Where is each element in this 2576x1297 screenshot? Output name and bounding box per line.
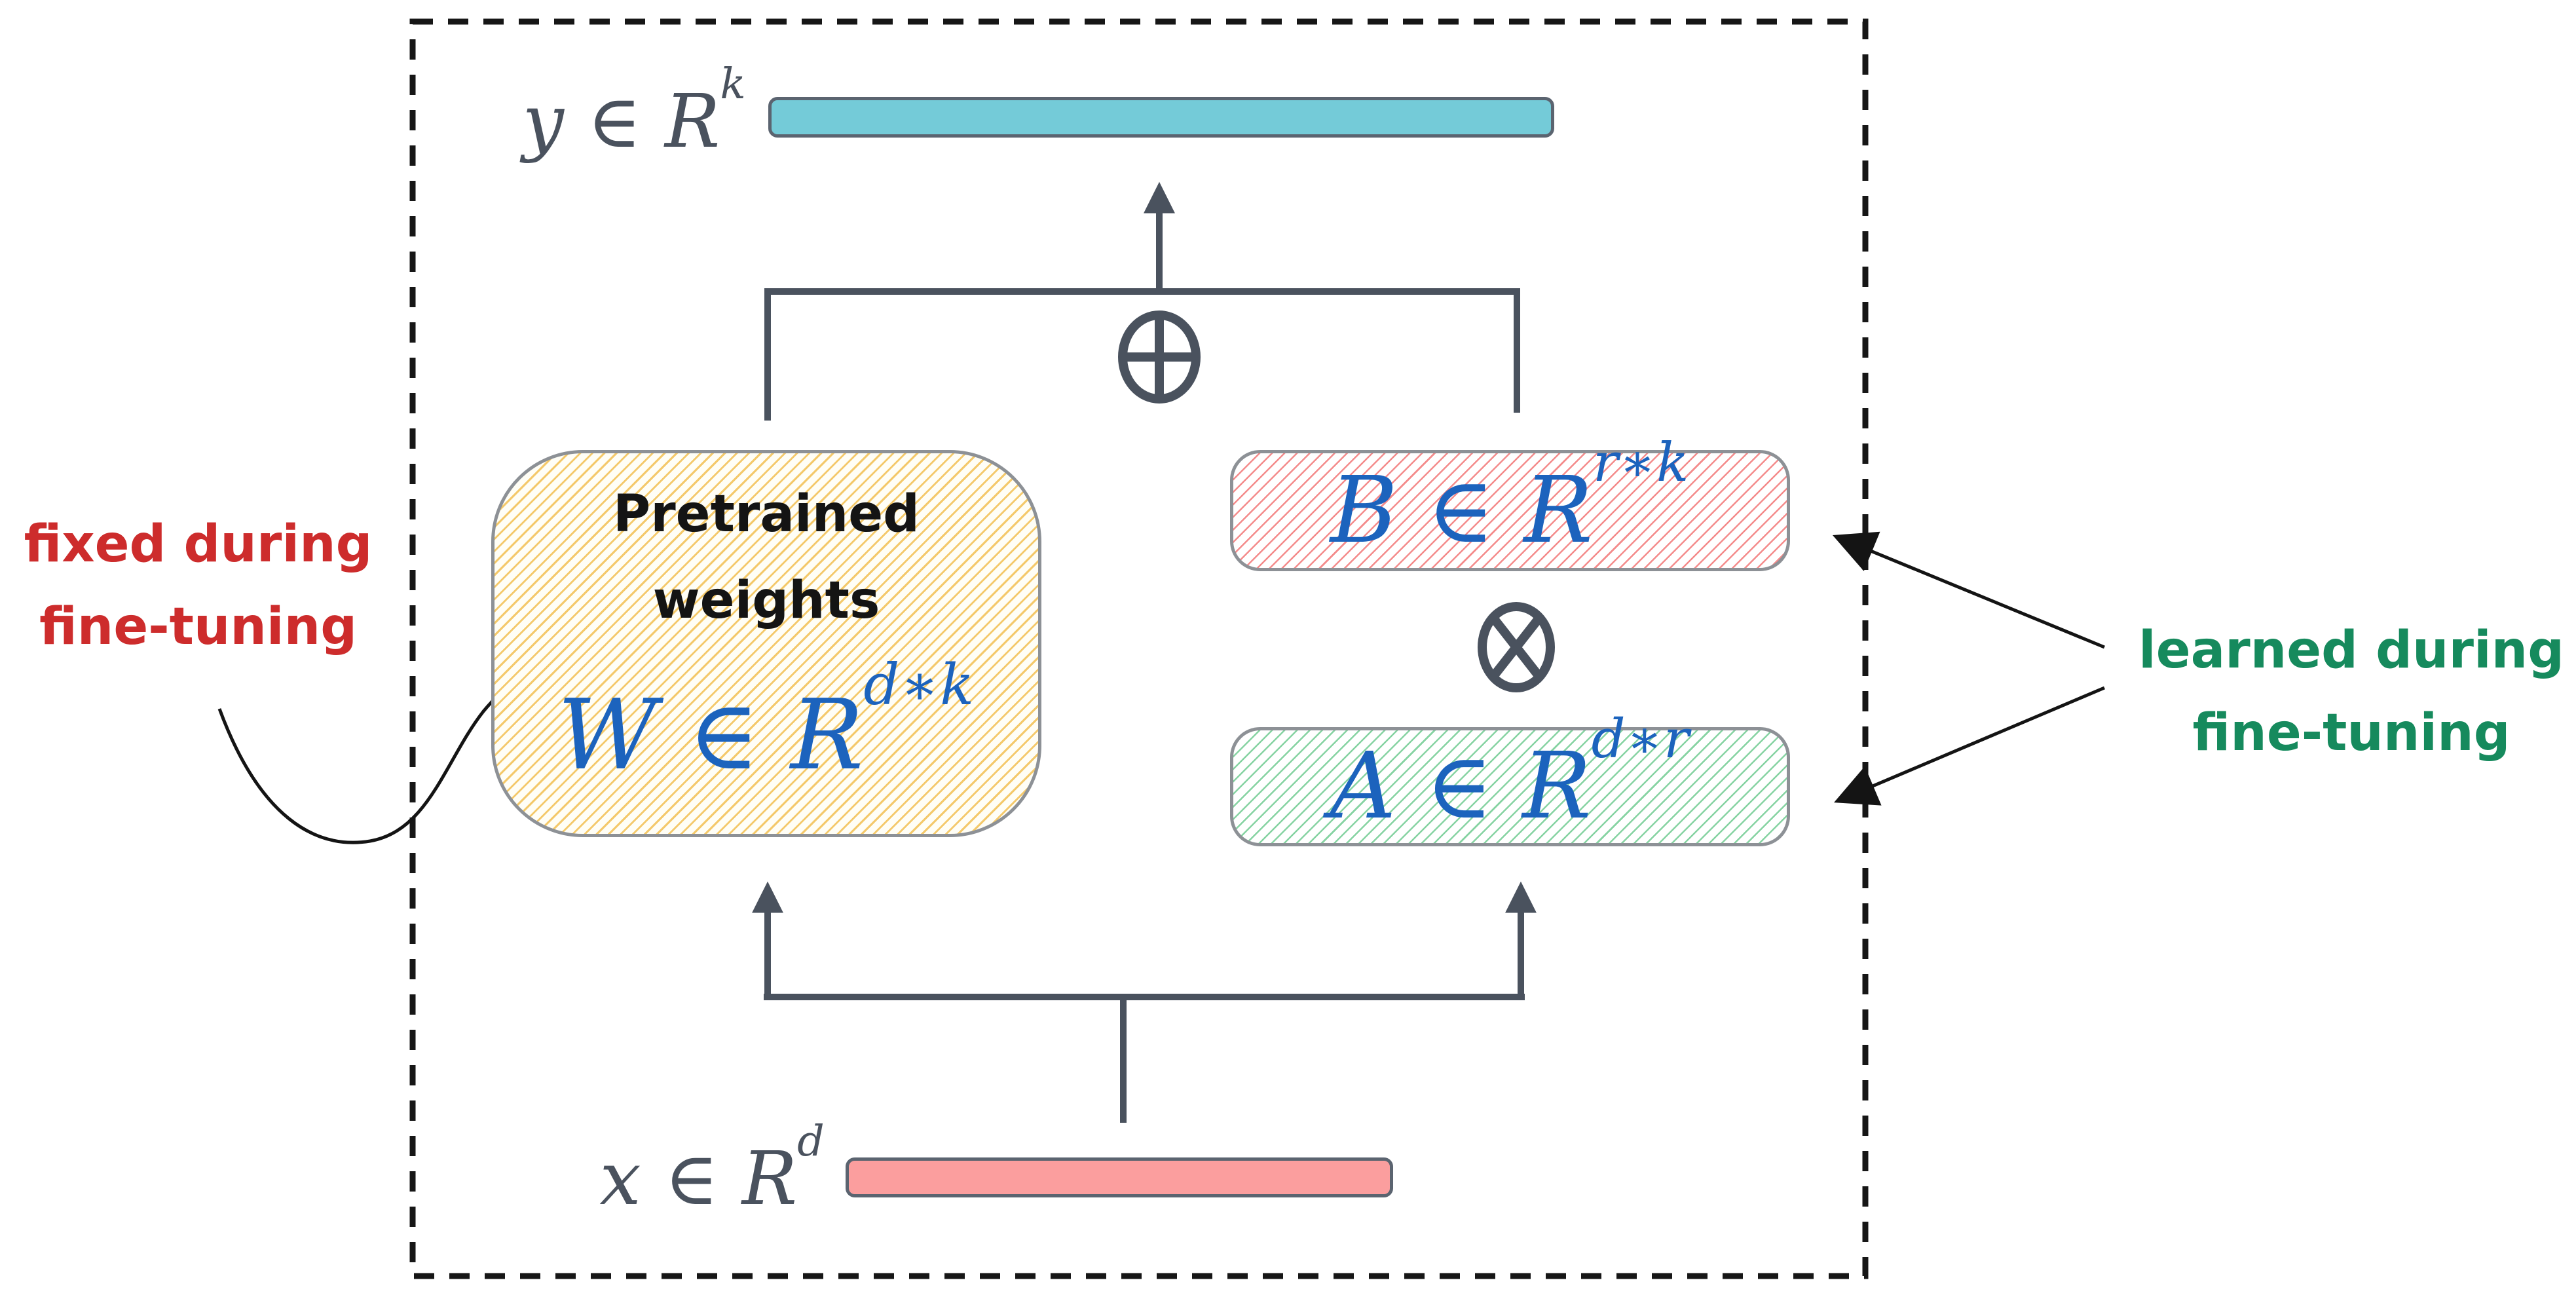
- w-matrix-formula: W ∈ Rd∗k: [495, 658, 1038, 783]
- circled-times-icon: [1478, 602, 1555, 692]
- learned-annotation-line1: learned during: [2138, 621, 2565, 680]
- y-vector-label-base: y ∈ R: [522, 79, 720, 164]
- b-matrix-box: B ∈ Rr∗k: [1230, 437, 1790, 571]
- x-vector-label-base: x ∈ R: [599, 1137, 798, 1222]
- w-formula-sup: d∗k: [863, 652, 975, 719]
- x-vector-label: x ∈ Rd: [531, 1120, 825, 1216]
- fixed-annotation: fixed during fine-tuning: [10, 503, 386, 669]
- learned-annotation-line2: fine-tuning: [2192, 704, 2511, 763]
- fixed-annotation-line2: fine-tuning: [39, 597, 358, 657]
- b-formula-sup: r∗k: [1592, 432, 1690, 495]
- pretrained-weights-box: Pretrained weights W ∈ Rd∗k: [491, 450, 1041, 837]
- fixed-annotation-line1: fixed during: [24, 515, 373, 574]
- sum-bracket: [764, 288, 1520, 421]
- y-vector-label-sup: k: [720, 59, 747, 109]
- a-formula-sup: d∗r: [1591, 708, 1690, 770]
- w-formula-base: W ∈ R: [557, 679, 864, 791]
- x-vector-bar: [846, 1157, 1393, 1197]
- learned-arrow-to-a: [1834, 686, 2105, 806]
- learned-arrow-to-b: [1832, 531, 2105, 649]
- b-formula-base: B ∈ R: [1330, 457, 1593, 564]
- learned-annotation: learned during fine-tuning: [2132, 609, 2571, 775]
- y-vector-label: y ∈ Rk: [452, 63, 747, 159]
- a-matrix-formula: A ∈ Rd∗r: [1330, 713, 1690, 833]
- dashed-boundary: [409, 18, 1869, 1279]
- x-vector-label-sup: d: [797, 1116, 825, 1166]
- pretrained-box-title-line1: Pretrained: [613, 485, 920, 544]
- circled-plus-icon: [1118, 310, 1201, 404]
- a-formula-base: A ∈ R: [1330, 733, 1592, 840]
- a-matrix-box: A ∈ Rd∗r: [1230, 713, 1790, 846]
- pretrained-box-title-line2: weights: [652, 571, 880, 630]
- b-matrix-formula: B ∈ Rr∗k: [1330, 437, 1690, 557]
- y-vector-bar: [768, 97, 1554, 138]
